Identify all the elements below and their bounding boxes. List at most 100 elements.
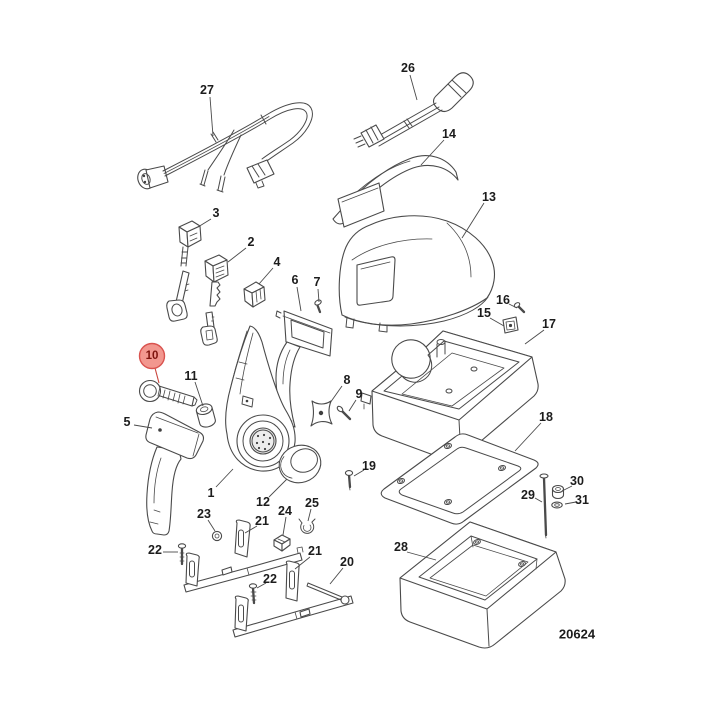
leader-line-19 xyxy=(353,469,365,477)
part-13-cover-housing xyxy=(338,215,496,333)
part-label-9-screw[interactable]: 9 xyxy=(356,387,363,401)
part-30-nut xyxy=(551,484,565,499)
part-12-ring-bushing xyxy=(278,444,322,484)
part-22-screw-lower xyxy=(248,583,258,605)
leader-line-30 xyxy=(561,485,573,492)
part-label-16-screw[interactable]: 16 xyxy=(496,293,510,307)
leader-line-28 xyxy=(406,551,437,561)
part-7-screw xyxy=(314,299,322,314)
leader-line-3 xyxy=(197,218,212,228)
part-label-17-housing-tray[interactable]: 17 xyxy=(542,317,556,331)
part-28-spacer-housing xyxy=(399,521,566,649)
leader-line-18 xyxy=(514,422,542,452)
part-label-23-nut[interactable]: 23 xyxy=(197,507,211,521)
leader-line-22 xyxy=(256,582,267,589)
part-15-retainer-clip xyxy=(502,316,519,334)
leader-line-24 xyxy=(282,516,287,536)
part-label-22-screw[interactable]: 22 xyxy=(263,572,277,586)
part-label-15-retainer-clip[interactable]: 15 xyxy=(477,306,491,320)
part-25-clamp xyxy=(298,518,316,534)
part-label-21-mounting-bracket[interactable]: 21 xyxy=(255,514,269,528)
part-20-pivot-pin xyxy=(306,582,350,605)
leader-line-13 xyxy=(461,202,485,239)
part-label-22-screw[interactable]: 22 xyxy=(148,543,162,557)
part-9-screw xyxy=(336,405,352,421)
part-label-24-clip[interactable]: 24 xyxy=(278,504,292,518)
part-10-tension-knob xyxy=(138,379,198,407)
part-5-grip-handle xyxy=(145,411,205,536)
part-label-12-ring-bushing[interactable]: 12 xyxy=(256,495,270,509)
leader-line-16 xyxy=(508,303,518,309)
part-29-stud xyxy=(539,473,549,539)
part-2-key-switch xyxy=(200,254,229,346)
part-24-clip xyxy=(273,534,291,552)
leader-line-31 xyxy=(564,501,577,505)
leader-line-14 xyxy=(420,139,445,166)
part-16-screw xyxy=(513,302,526,314)
leader-line-8 xyxy=(329,385,343,404)
part-23-nut xyxy=(211,530,223,542)
part-label-31-washer[interactable]: 31 xyxy=(575,493,589,507)
highlight-circle-part-10[interactable] xyxy=(138,342,166,370)
leader-line-4 xyxy=(258,267,274,285)
part-8-detent-bracket xyxy=(310,400,333,427)
part-label-27-wiring-harness[interactable]: 27 xyxy=(200,83,214,97)
leader-line-25 xyxy=(307,508,312,522)
part-label-26-ignition-cable[interactable]: 26 xyxy=(401,61,415,75)
part-label-8-detent-bracket[interactable]: 8 xyxy=(344,373,351,387)
part-27-wiring-harness xyxy=(137,102,313,193)
leader-line-6 xyxy=(296,286,302,312)
part-label-18-gasket[interactable]: 18 xyxy=(539,410,553,424)
part-26-ignition-cable xyxy=(353,72,474,148)
part-label-14-cover-top[interactable]: 14 xyxy=(442,127,456,141)
part-label-20-pivot-pin[interactable]: 20 xyxy=(340,555,354,569)
part-18-gasket xyxy=(380,433,539,525)
part-1-control-body xyxy=(225,325,296,472)
part-label-21-mounting-bracket[interactable]: 21 xyxy=(308,544,322,558)
part-label-7-screw[interactable]: 7 xyxy=(314,275,321,289)
leader-line-1 xyxy=(215,468,234,488)
part-31-washer xyxy=(551,501,563,509)
part-label-25-clamp[interactable]: 25 xyxy=(305,496,319,510)
leader-line-21 xyxy=(244,525,258,534)
part-3-key-switch xyxy=(166,220,202,322)
drawing-number: 20624 xyxy=(559,627,596,642)
part-14-cover-top xyxy=(332,155,459,228)
leader-line-5 xyxy=(133,424,153,429)
leader-line-10 xyxy=(154,367,160,384)
leader-line-20 xyxy=(329,567,344,585)
leader-line-11 xyxy=(194,381,204,407)
part-label-10-tension-knob[interactable]: 10 xyxy=(146,350,159,362)
leader-line-17 xyxy=(524,329,545,345)
part-label-2-key-switch[interactable]: 2 xyxy=(248,235,255,249)
leader-line-21 xyxy=(294,556,311,570)
part-21-mounting-bracket-lower xyxy=(232,560,354,638)
leader-line-2 xyxy=(227,247,247,263)
leader-line-9 xyxy=(348,399,357,412)
part-17-housing-tray xyxy=(360,330,539,462)
part-label-1-control-body[interactable]: 1 xyxy=(208,486,215,500)
leader-line-15 xyxy=(489,317,505,327)
part-label-13-cover-housing[interactable]: 13 xyxy=(482,190,496,204)
part-label-6-trigger-handle[interactable]: 6 xyxy=(292,273,299,287)
leader-line-7 xyxy=(317,288,320,303)
part-label-5-grip-handle[interactable]: 5 xyxy=(124,415,131,429)
part-4-cap-plug xyxy=(243,281,266,308)
part-label-29-stud[interactable]: 29 xyxy=(521,488,535,502)
part-19-screw xyxy=(344,470,354,491)
part-21-mounting-bracket-upper xyxy=(183,519,304,593)
part-label-4-cap-plug[interactable]: 4 xyxy=(274,255,281,269)
leader-line-26 xyxy=(409,74,418,101)
part-label-3-key-switch[interactable]: 3 xyxy=(213,206,220,220)
leader-line-27 xyxy=(209,96,214,137)
part-label-30-nut[interactable]: 30 xyxy=(570,474,584,488)
part-label-19-screw[interactable]: 19 xyxy=(362,459,376,473)
leader-line-23 xyxy=(207,519,216,532)
part-label-28-spacer-housing[interactable]: 28 xyxy=(394,540,408,554)
part-11-bushing xyxy=(195,403,216,428)
part-label-11-bushing[interactable]: 11 xyxy=(184,369,197,383)
leader-line-12 xyxy=(268,478,288,498)
